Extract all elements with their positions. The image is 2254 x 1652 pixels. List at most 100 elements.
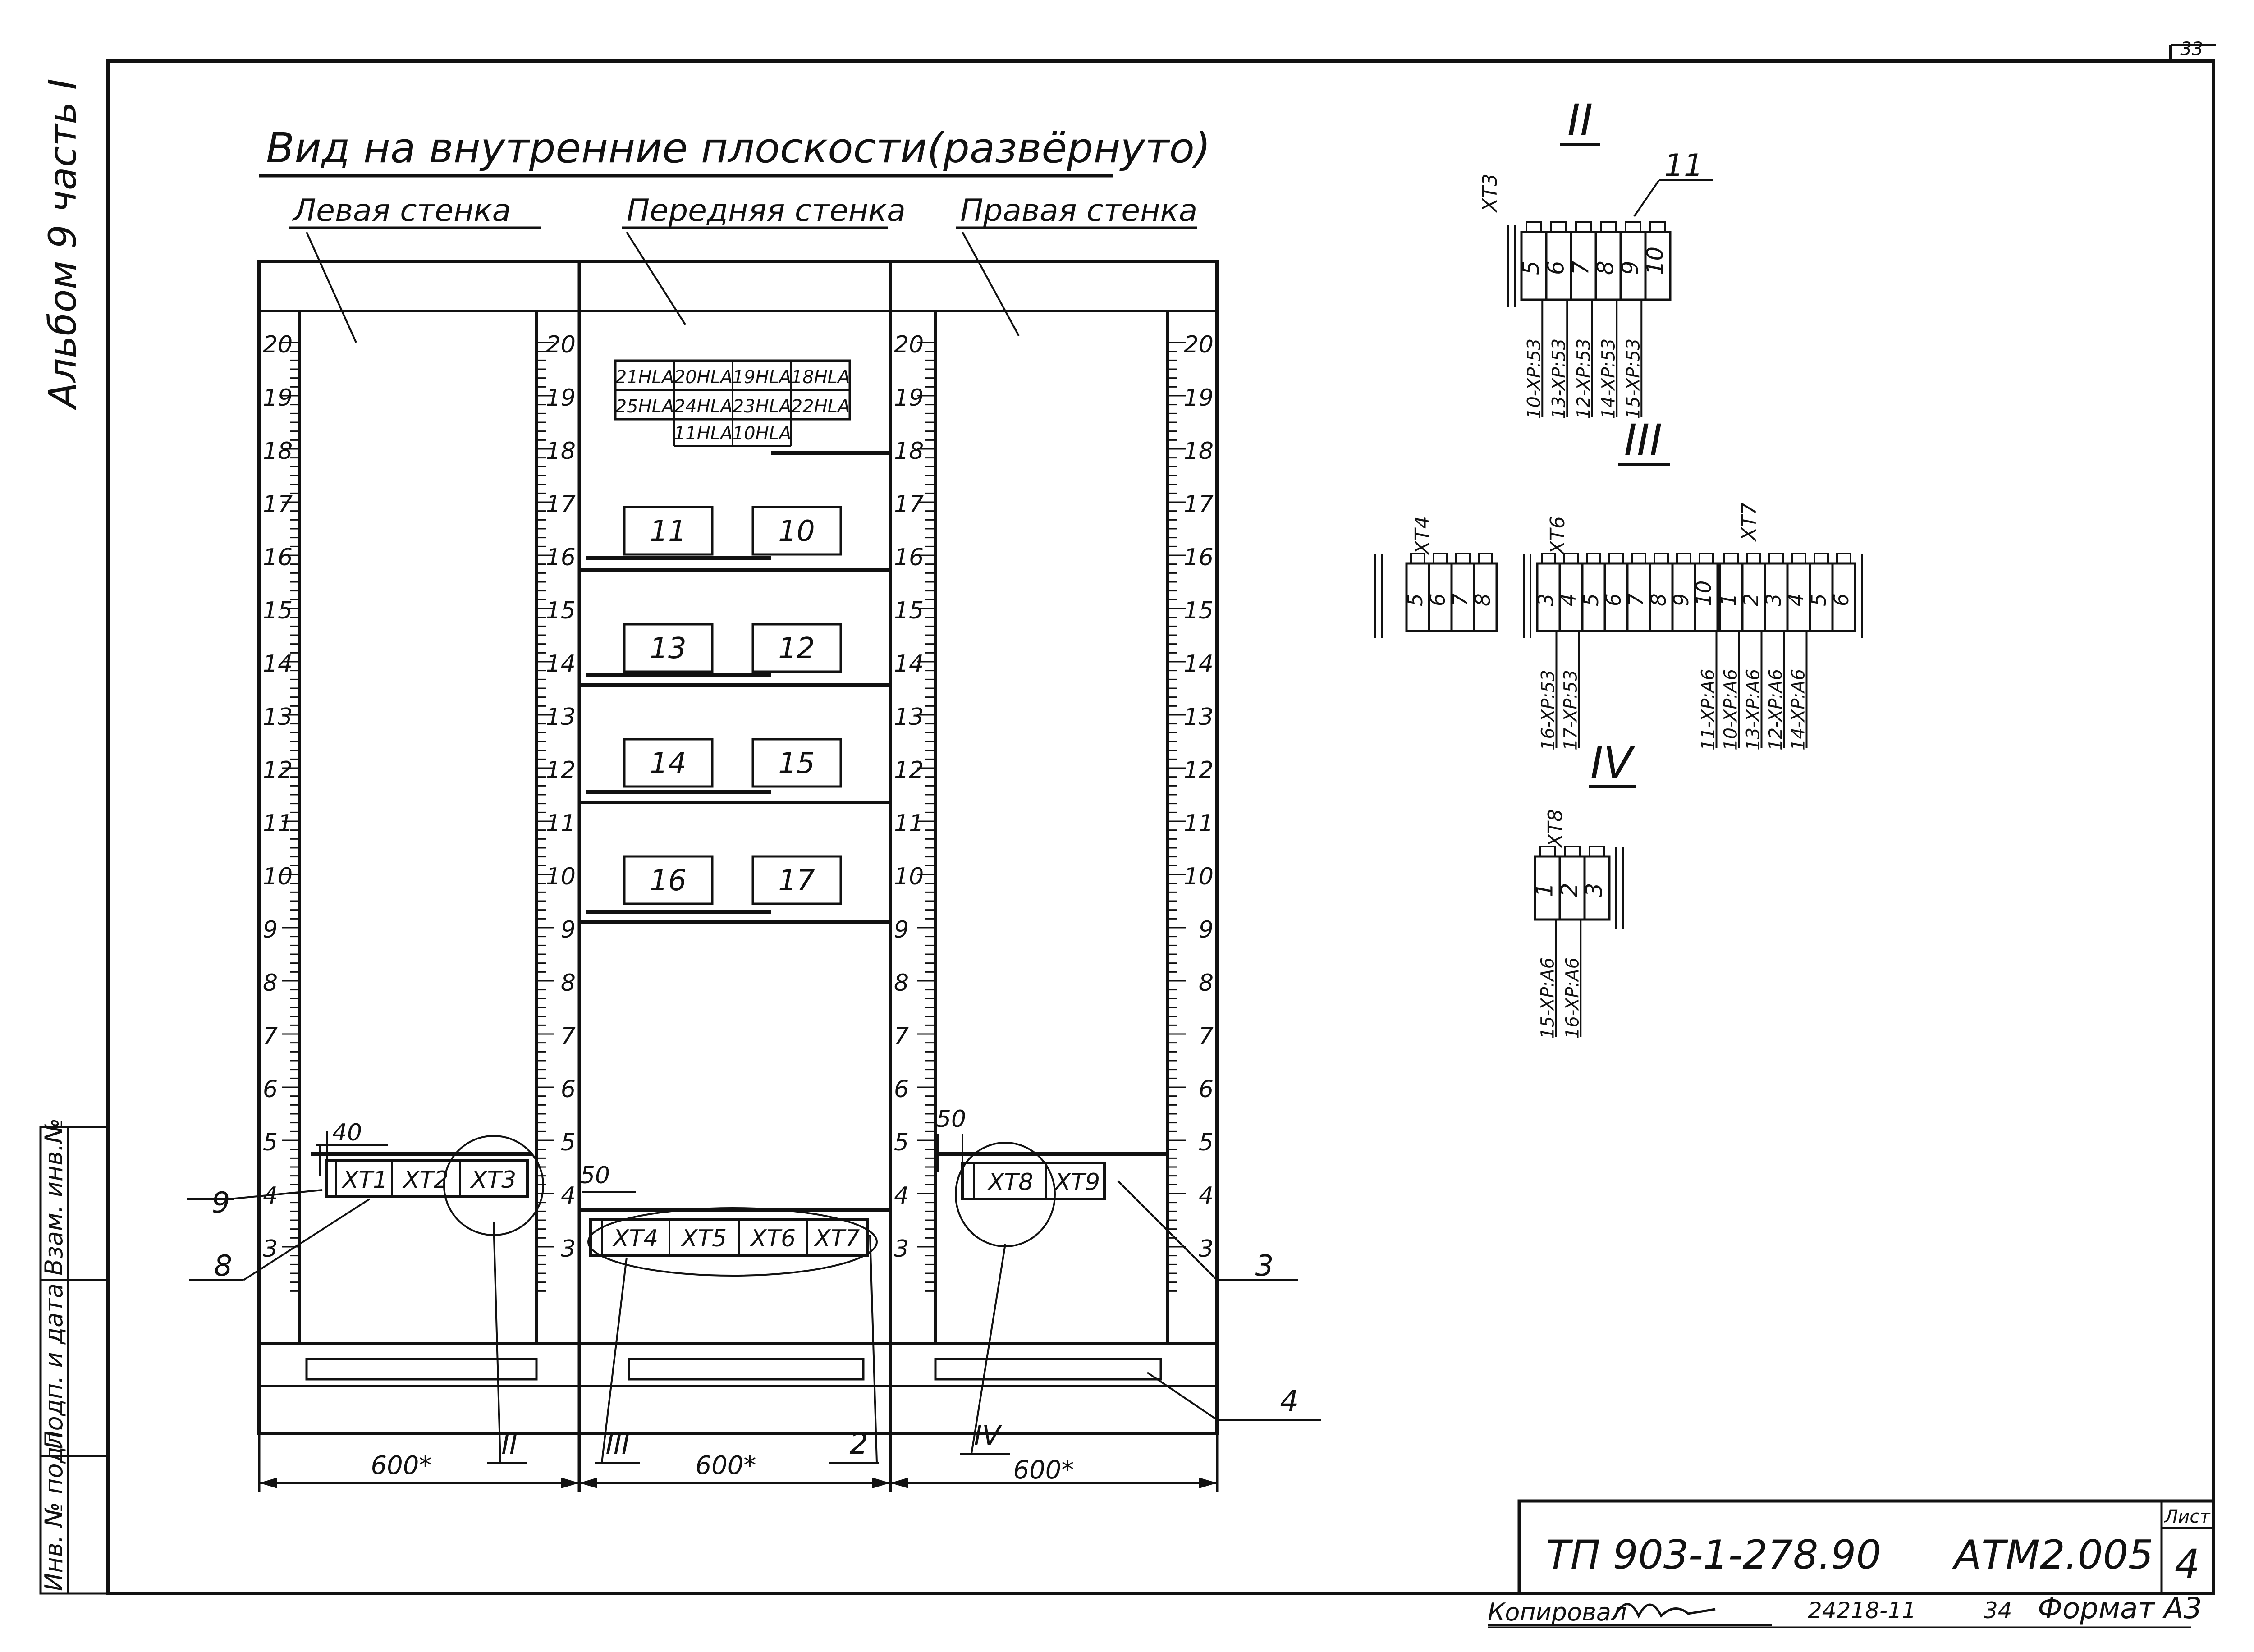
scale-number: 15 [263, 597, 293, 624]
device-number: 10 [778, 515, 815, 548]
view-III-xt6-jumper [1563, 553, 1579, 564]
device-number: 17 [778, 864, 815, 897]
stamp-inv-number: Инв. № подл. [40, 1423, 68, 1591]
scale-number: 16 [894, 544, 924, 571]
scale-number: 17 [263, 491, 293, 518]
copier-signature [1613, 1603, 1716, 1619]
view-II-terminal-jumper [1550, 221, 1567, 233]
hla-lamp-label: 25HLA [615, 396, 674, 417]
scale-number: 6 [561, 1076, 576, 1103]
hla-lamp-label: 10HLA [733, 423, 792, 444]
paper-format: Формат А3 [2038, 1592, 2202, 1625]
view-III-xt7-jumper [1768, 553, 1784, 564]
dimension-marks: 40 50 50 600* 600* 600* [259, 1106, 1217, 1488]
footer: Копировал 24218-11 34 Формат А3 [1488, 1592, 2202, 1628]
view-II-terminal-number: 9 [1617, 261, 1644, 275]
sheet-label: Лист [2163, 1506, 2211, 1527]
view-III-xt7-jumper [1814, 553, 1829, 564]
view-III-xt6-number: 9 [1669, 593, 1693, 606]
scale-number: 16 [263, 544, 293, 571]
view-II-wire-label: 14-XP:53 [1598, 339, 1619, 419]
scale-number: 14 [1184, 650, 1214, 677]
hla-lamp-label: 20HLA [674, 367, 733, 388]
view-III-xt4-jumper [1410, 553, 1425, 564]
width-right: 600* [1013, 1455, 1074, 1485]
view-III-xt7-jumper [1791, 553, 1806, 564]
scale-number: 14 [263, 650, 293, 677]
scale-number: 18 [263, 438, 293, 465]
view-III-xt4-jumper [1478, 553, 1493, 564]
scale-number: 19 [263, 384, 293, 412]
scale-number: 7 [894, 1023, 909, 1050]
callout-2: 2 [850, 1428, 868, 1461]
scale-number: 10 [546, 863, 576, 890]
doc-number: ТП 903-1-278.90 [1546, 1532, 1881, 1578]
drawing-title: Вид на внутренние плоскости(развёрнуто) [266, 124, 1211, 172]
hla-lamp-label: 22HLA [791, 396, 850, 417]
scale-number: 12 [263, 757, 293, 784]
callout-8: 8 [214, 1249, 233, 1283]
view-II-terminal-number: 7 [1568, 261, 1594, 275]
view-III-xt7-number: 4 [1784, 593, 1808, 606]
view-III-xt7-number: 1 [1717, 593, 1741, 606]
terminal-block-label: XT8 [987, 1169, 1033, 1196]
device-number: 12 [778, 632, 815, 665]
scale-number: 9 [561, 916, 576, 943]
scale-number: 8 [894, 970, 909, 997]
front-wall-label: Передняя стенка [627, 193, 906, 229]
scale-number: 4 [561, 1182, 576, 1209]
view-IV-title: IV [1590, 737, 1636, 788]
dimension-40: 40 [332, 1119, 362, 1146]
view-IV-terminal-jumper [1539, 846, 1556, 857]
scale-number: 4 [1199, 1182, 1214, 1209]
view-III-xt7-number: 2 [1739, 593, 1763, 606]
view-III-block-xt6: XT6 [1546, 516, 1569, 555]
view-II-terminal-jumper [1625, 221, 1641, 233]
view-III-xt6-wire-label: 17-XP:53 [1561, 670, 1581, 750]
view-III-xt6-jumper [1586, 553, 1601, 564]
view-III-xt7-wire-label: 10-XP:A6 [1721, 669, 1741, 750]
view-III-xt6-number: 6 [1602, 593, 1626, 606]
terminal-block-label: XT4 [612, 1225, 658, 1252]
view-III-xt6-wire-label: 16-XP:53 [1538, 670, 1559, 750]
view-III-xt4-jumper [1455, 553, 1471, 564]
view-II-terminal-number: 8 [1593, 261, 1619, 275]
terminal-block-label: XT7 [813, 1225, 860, 1252]
scale-number: 13 [263, 704, 293, 731]
scale-number: 20 [1184, 331, 1214, 358]
scale-number: 9 [894, 916, 909, 943]
scale-number: 3 [1199, 1236, 1214, 1263]
dimension-50-front: 50 [580, 1162, 610, 1189]
view-III-xt6-jumper [1676, 553, 1691, 564]
view-III-xt6-jumper [1631, 553, 1646, 564]
device-boxes: 11 10 13 12 14 15 16 17 [623, 506, 842, 905]
scale-number: 3 [894, 1236, 909, 1263]
scale-number: 17 [1184, 491, 1214, 518]
hla-lamp-label: 11HLA [674, 423, 733, 444]
view-II-wire-label: 15-XP:53 [1623, 339, 1644, 419]
view-IV-terminal-number: 1 [1532, 883, 1558, 897]
view-II-terminal-number: 10 [1642, 247, 1668, 275]
view-III-xt7-jumper [1723, 553, 1739, 564]
scale-number: 7 [263, 1023, 278, 1050]
view-III-xt7-number: 6 [1829, 593, 1853, 606]
right-wall-label: Правая стенка [960, 193, 1197, 229]
callout-view-IV: IV [974, 1420, 1003, 1451]
device-box [623, 738, 714, 788]
album-label: Альбом 9 часть I [41, 78, 85, 410]
device-box [751, 623, 842, 673]
view-II-terminal-jumper [1575, 221, 1592, 233]
view-III-xt6-jumper [1608, 553, 1624, 564]
device-number: 11 [650, 515, 686, 548]
sheet-number: 4 [2175, 1541, 2200, 1587]
callout-view-II: II [501, 1429, 517, 1460]
indicator-lamp-table: 21HLA 20HLA 19HLA 18HLA 25HLA 24HLA 23HL… [614, 359, 851, 447]
scale-number: 14 [894, 650, 924, 677]
terminal-block-label: XT5 [680, 1225, 727, 1252]
view-III-xt7-wire-label: 14-XP:A6 [1788, 669, 1809, 750]
view-III-xt7-number: 5 [1807, 593, 1831, 606]
width-left: 600* [371, 1451, 432, 1480]
device-box [751, 506, 842, 556]
